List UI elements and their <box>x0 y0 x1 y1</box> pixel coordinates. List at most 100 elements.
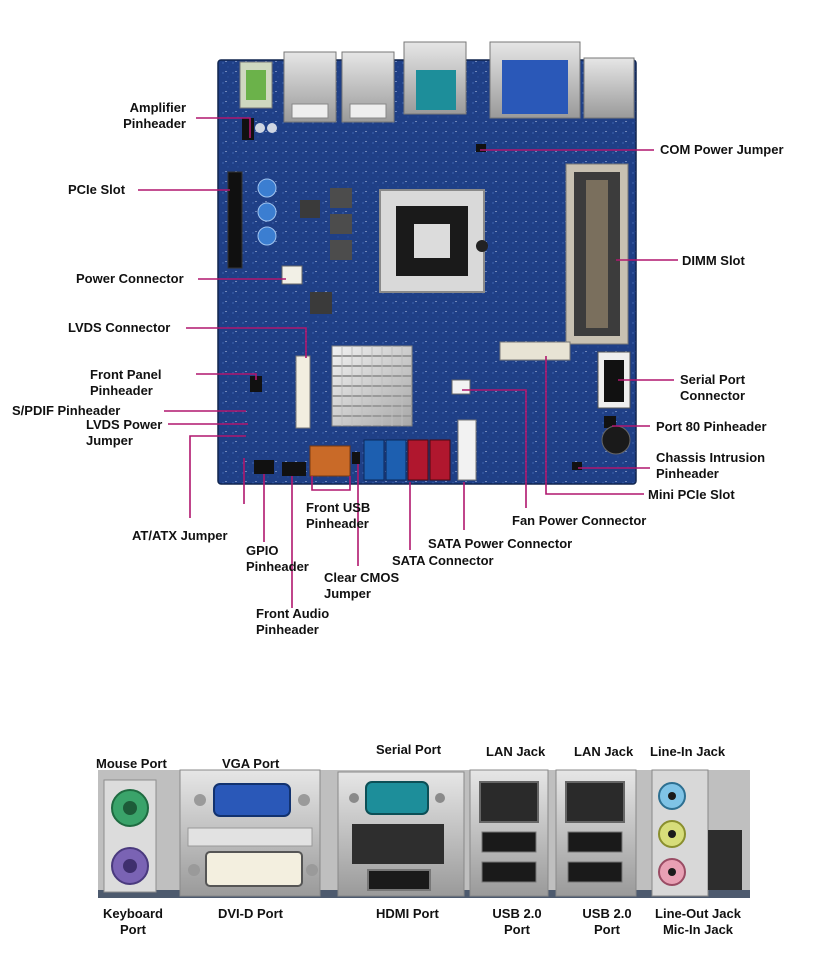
label-line-out-mic-in: Line-Out Jack Mic-In Jack <box>648 906 748 938</box>
label-at-atx: AT/ATX Jumper <box>132 528 228 543</box>
label-sata-power: SATA Power Connector <box>428 536 573 551</box>
label-fan-power: Fan Power Connector <box>512 513 647 528</box>
dvi-d-port <box>205 851 303 887</box>
label-front-panel-line2: Pinheader <box>90 383 153 398</box>
power-connector <box>281 265 303 285</box>
leader-front-panel <box>196 373 257 380</box>
label-dvid-port: DVI-D Port <box>218 906 283 921</box>
label-power-connector: Power Connector <box>76 271 184 286</box>
label-front-usb: Front USB Pinheader <box>306 500 370 532</box>
serial-port <box>365 781 429 815</box>
leader-lvds-connector <box>186 327 307 358</box>
label-gpio: GPIO Pinheader <box>246 543 309 575</box>
label-line-out-line1: Line-Out Jack <box>655 906 741 921</box>
label-line-in-jack: Line-In Jack <box>650 744 726 759</box>
usb-port-1b <box>481 861 537 883</box>
label-port80: Port 80 Pinheader <box>656 419 767 434</box>
leader-amplifier <box>196 117 251 138</box>
label-chassis-line1: Chassis Intrusion <box>656 450 766 465</box>
label-usb1-line1: USB 2.0 <box>492 906 542 921</box>
chokes <box>300 188 352 314</box>
label-usb2-line2: Port <box>594 922 620 937</box>
label-usb2-line1: USB 2.0 <box>582 906 632 921</box>
label-vga-port: VGA Port <box>222 756 280 771</box>
label-amplifier-line1: Amplifier <box>129 100 186 115</box>
label-lvds-connector: LVDS Connector <box>68 320 171 335</box>
label-clear-cmos-line1: Clear CMOS <box>324 570 400 585</box>
usb-port-2b <box>567 861 623 883</box>
label-keyboard-line2: Port <box>120 922 146 937</box>
label-front-panel: Front Panel Pinheader <box>90 367 184 399</box>
label-gpio-line2: Pinheader <box>246 559 309 574</box>
battery <box>601 425 631 455</box>
sata-power-connector <box>457 419 477 481</box>
label-serial-port-connector-line1: Serial Port <box>680 372 746 387</box>
label-chassis-line2: Pinheader <box>656 466 719 481</box>
label-keyboard-line1: Keyboard <box>103 906 163 921</box>
gpio-header <box>254 460 274 474</box>
label-lvds-power: LVDS Power Jumper <box>86 417 162 449</box>
lan-jack-1-port <box>479 781 539 823</box>
leader-fan-power <box>462 389 527 508</box>
label-amplifier: Amplifier Pinheader <box>96 100 186 132</box>
audio-jacks <box>651 769 742 897</box>
label-com-power: COM Power Jumper <box>660 142 784 157</box>
leader-mini-pcie <box>545 356 644 495</box>
fan-power-connector <box>451 379 471 395</box>
leader-at-atx <box>189 435 246 518</box>
dvi-connector-top <box>583 57 635 119</box>
label-front-audio-line2: Pinheader <box>256 622 319 637</box>
com-power-jumper <box>476 144 486 152</box>
label-front-usb-line2: Pinheader <box>306 516 369 531</box>
amplifier-header <box>242 118 254 140</box>
mini-pcie-slot <box>499 341 571 361</box>
lan-jack-2-port <box>565 781 625 823</box>
label-clear-cmos: Clear CMOS Jumper <box>324 570 399 602</box>
label-serial-port-connector: Serial Port Connector <box>680 372 745 404</box>
lan-usb-stack-1 <box>469 769 549 897</box>
rear-io-top <box>239 41 635 123</box>
motherboard <box>217 41 637 485</box>
label-sata-connector: SATA Connector <box>392 553 494 568</box>
usb-port-2a <box>567 831 623 853</box>
front-panel-header <box>250 376 262 392</box>
label-usb1-line2: Port <box>504 922 530 937</box>
label-pcie: PCIe Slot <box>68 182 126 197</box>
usb-port-1a <box>481 831 537 853</box>
leader-lines <box>138 117 678 608</box>
dimm-slot <box>565 163 629 345</box>
label-mini-pcie: Mini PCIe Slot <box>648 487 735 502</box>
clear-cmos-jumper <box>352 452 360 464</box>
label-front-usb-line1: Front USB <box>306 500 371 515</box>
label-clear-cmos-line2: Jumper <box>324 586 371 601</box>
label-serial-port: Serial Port <box>376 742 442 757</box>
capacitors <box>255 123 277 246</box>
io-panel <box>98 769 750 898</box>
lan-usb-stack-2 <box>555 769 637 897</box>
label-line-out-line2: Mic-In Jack <box>662 922 734 937</box>
label-keyboard-port: Keyboard Port <box>98 906 168 938</box>
chassis-header <box>572 462 582 470</box>
label-lan-jack-2: LAN Jack <box>574 744 634 759</box>
label-front-panel-line1: Front Panel <box>90 367 162 382</box>
chipset-heatsink <box>331 345 413 427</box>
serial-hdmi-stack <box>337 771 465 897</box>
vga-dvi-stack <box>179 769 321 897</box>
label-front-audio: Front Audio Pinheader <box>256 606 329 638</box>
pcie-slot <box>227 171 243 269</box>
label-usb-port-1: USB 2.0 Port <box>486 906 548 938</box>
leader-front-usb <box>311 476 351 491</box>
label-spdif: S/PDIF Pinheader <box>12 403 121 418</box>
label-hdmi-port: HDMI Port <box>376 906 439 921</box>
hdmi-port <box>367 869 431 891</box>
front-audio-header <box>282 462 306 476</box>
label-lvds-power-line1: LVDS Power <box>86 417 163 432</box>
label-lan-jack-1: LAN Jack <box>486 744 546 759</box>
cpu-socket <box>379 189 488 293</box>
label-usb-port-2: USB 2.0 Port <box>576 906 638 938</box>
ps2-stack <box>103 779 157 893</box>
label-lvds-power-line2: Jumper <box>86 433 133 448</box>
label-mouse-port: Mouse Port <box>96 756 167 771</box>
vga-port <box>213 783 291 817</box>
